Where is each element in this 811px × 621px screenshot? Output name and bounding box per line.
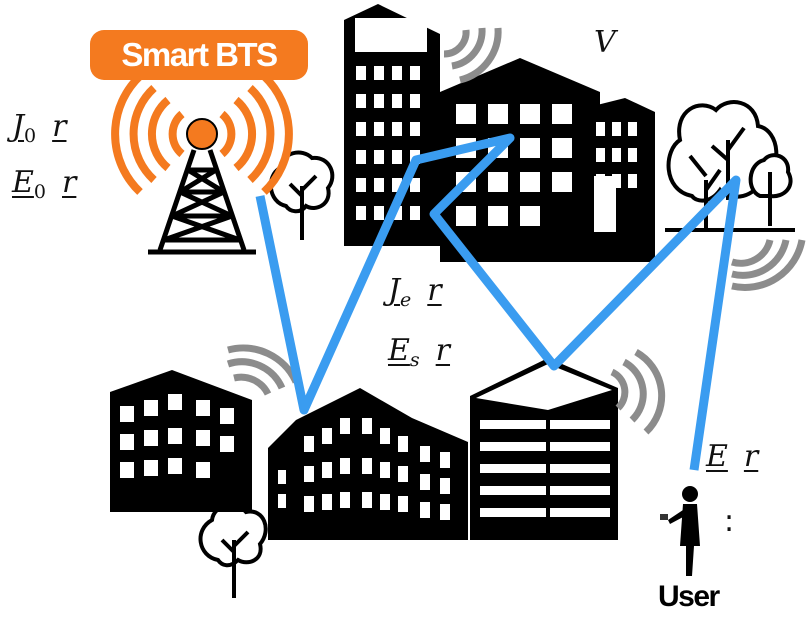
e-letter: E xyxy=(706,439,728,474)
reflector-wave-icon xyxy=(226,344,300,396)
reflector-wave-icon xyxy=(443,27,502,84)
je-sub: e xyxy=(400,289,412,311)
e0-letter: E xyxy=(12,165,34,200)
e-arg: r xyxy=(743,439,759,474)
es-sub: s xyxy=(409,349,420,371)
user-label: User xyxy=(658,580,720,613)
colon-mark: : xyxy=(724,504,735,539)
j0-letter: J xyxy=(12,109,25,144)
building-icon xyxy=(110,358,618,540)
je-letter: J xyxy=(388,273,401,308)
v-label: V xyxy=(594,25,616,60)
es-arg: r xyxy=(435,333,451,368)
signal-path xyxy=(255,133,741,471)
bts-tower-icon xyxy=(111,73,293,255)
reflector-wave-icon xyxy=(730,239,806,291)
e0-arg: r xyxy=(62,165,77,200)
es-letter: E xyxy=(388,333,410,368)
j0-arg: r xyxy=(52,109,67,144)
reflector-wave-icon xyxy=(610,348,666,435)
j0-sub: 0 xyxy=(24,125,37,147)
user-phone-icon xyxy=(660,486,700,576)
e0-sub: 0 xyxy=(33,181,46,203)
je-arg: r xyxy=(427,273,442,308)
tree-icon xyxy=(665,100,795,232)
tree-icon xyxy=(198,503,268,598)
smart-bts-label: Smart BTS xyxy=(90,30,308,80)
